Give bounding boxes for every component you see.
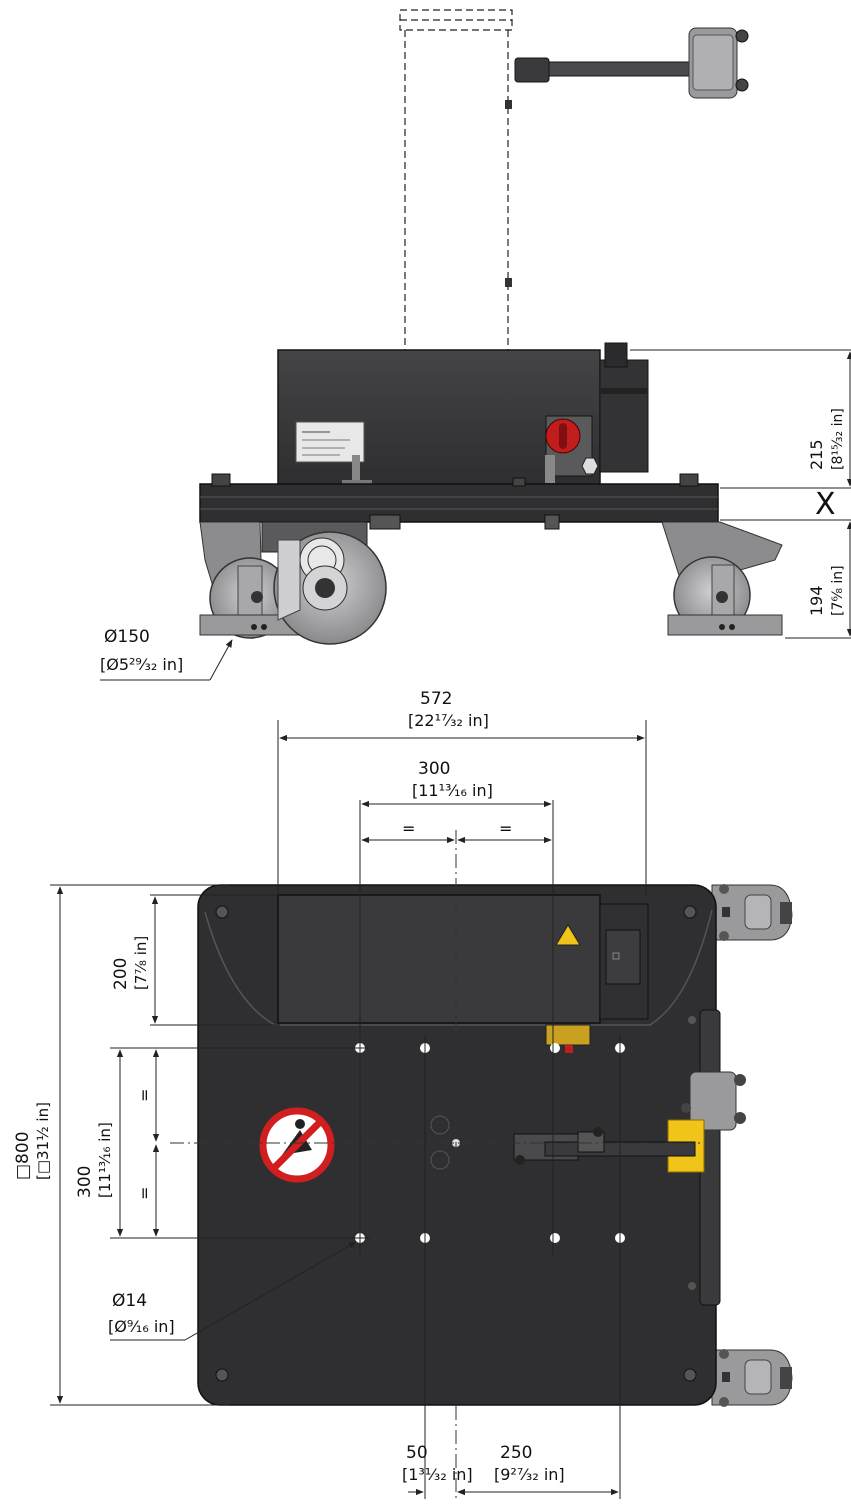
top-view-dimensions: 572 [22¹⁷⁄₃₂ in] 300 [11¹³⁄₁₆ in] = = 20… xyxy=(13,689,645,1496)
dim-hole-diameter: Ø14 xyxy=(112,1291,147,1311)
dim-spacing-300-side: 300 xyxy=(75,1166,95,1198)
drive-unit-body xyxy=(277,342,649,488)
dim-height-215-in: [8¹⁵⁄₃₂ in] xyxy=(830,408,846,470)
dim-height-194-in: [7⁶⁄₈ in] xyxy=(830,565,846,616)
sensor-arm xyxy=(514,27,749,99)
dim-spacing-300-top-in: [11¹³⁄₁₆ in] xyxy=(412,781,493,800)
dim-height-194: 194 xyxy=(807,585,826,616)
motor-top xyxy=(277,894,649,1053)
drive-wheel xyxy=(261,521,387,645)
dim-width-572: 572 xyxy=(420,689,452,709)
dim-equal-right: = xyxy=(499,819,512,838)
dim-offset-50: 50 xyxy=(406,1443,428,1463)
dim-offset-250: 250 xyxy=(500,1443,532,1463)
dim-equal-left: = xyxy=(402,819,415,838)
top-view: 572 [22¹⁷⁄₃₂ in] 300 [11¹³⁄₁₆ in] = = 20… xyxy=(13,689,793,1499)
top-caster-upper xyxy=(711,884,793,941)
corner-screws xyxy=(215,905,697,1382)
dim-hole-diameter-in: [Ø⁹⁄₁₆ in] xyxy=(108,1317,175,1336)
dim-depth-200: 200 xyxy=(111,958,131,990)
left-caster-wheel xyxy=(199,521,317,639)
side-view-dimensions: 215 [8¹⁵⁄₃₂ in] X 194 [7⁶⁄₈ in] Ø150 [Ø5… xyxy=(100,349,851,681)
dim-square-800: □800 xyxy=(13,1131,33,1180)
dim-height-215: 215 xyxy=(807,439,826,470)
dim-equal-upper: = xyxy=(135,1089,154,1102)
dim-square-800-in: [□31½ in] xyxy=(34,1102,52,1180)
dim-offset-50-in: [1³¹⁄₃₂ in] xyxy=(402,1465,473,1484)
dim-wheel-diameter-in: [Ø5²⁹⁄₃₂ in] xyxy=(100,655,183,674)
dim-width-572-in: [22¹⁷⁄₃₂ in] xyxy=(408,711,489,730)
dim-depth-200-in: [7⁷⁄₈ in] xyxy=(132,936,150,990)
dim-wheel-diameter: Ø150 xyxy=(104,627,150,647)
handle-bar xyxy=(667,1009,746,1306)
dim-equal-lower: = xyxy=(135,1187,154,1200)
dim-gap-x: X xyxy=(815,487,836,522)
dim-spacing-300-top: 300 xyxy=(418,759,450,779)
side-view: 215 [8¹⁵⁄₃₂ in] X 194 [7⁶⁄₈ in] Ø150 [Ø5… xyxy=(100,9,851,681)
dim-spacing-300-side-in: [11¹³⁄₁₆ in] xyxy=(96,1122,114,1198)
warning-icon xyxy=(555,924,581,946)
right-caster-wheel xyxy=(661,521,783,636)
top-caster-lower xyxy=(711,1349,793,1407)
center-lines xyxy=(50,720,700,1499)
chassis-plate xyxy=(199,473,719,530)
no-riding-sign-icon xyxy=(259,1107,335,1183)
dim-offset-250-in: [9²⁷⁄₃₂ in] xyxy=(494,1465,565,1484)
